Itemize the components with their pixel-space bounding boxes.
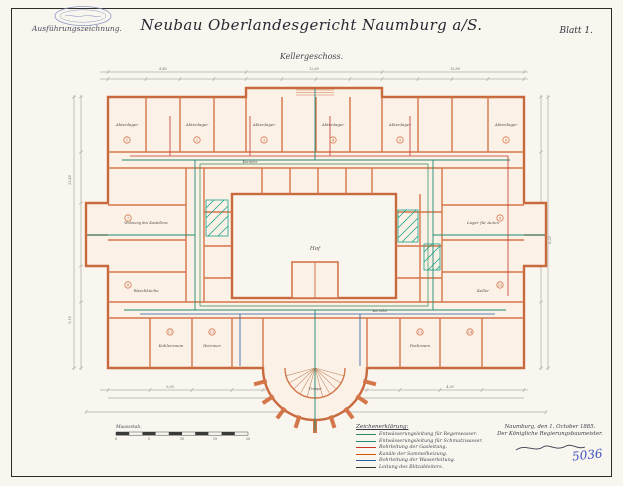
corridor-label: Korridor [372,309,388,313]
legend-item: Entwässerungsleitung für Regenwasser. [356,432,490,437]
dim-value: 4,50 [445,385,454,389]
legend-label: Entwässerungsleitung für Schmutzwasser. [379,438,483,444]
signature-place-date: Naumburg, den 1. October 1885. [504,424,596,430]
dim-value: 15,80 [450,67,461,71]
legend-swatch [356,466,376,468]
drain-line [87,89,545,431]
room-label: Heizraum [202,344,221,348]
signature-block: Naumburg, den 1. October 1885. Der König… [492,424,608,458]
signature-authority: Der Königliche Regierungsbaumeister. [497,431,603,438]
dim-value: 9,30 [166,385,174,389]
room-number: 2 [195,138,199,142]
central-projection [291,261,339,299]
room-number: 1 [126,138,128,142]
room-number: 13 [418,330,423,334]
legend: Zeichenerklärung: Entwässerungsleitung f… [356,424,490,472]
room-number: 6 [505,138,508,142]
sheet-border [11,8,612,477]
room-number: 12 [210,330,215,334]
scale-tick: 0 [115,437,117,441]
room-number: 4 [331,138,334,142]
room-label: Aktenlager [494,122,518,127]
room-label: Kohlenraum [158,343,184,348]
room-number: 5 [399,138,402,142]
legend-item: Rohrleitung der Gasleitung. [356,445,490,450]
room-number: 10 [498,283,503,287]
dim-value: 8,40 [159,67,167,71]
room-label: Aktenlager [321,122,345,127]
dim-value: 6,25 [548,236,552,244]
dim-value: 23,40 [68,174,72,186]
room-number: 8 [127,283,130,287]
room-label: Lager für Acten [466,220,499,225]
scale-tick: 10 [180,437,184,441]
architect-signature [515,444,586,450]
scale-tick: 20 [246,437,250,441]
floor-label: Kellergeschoss. [279,52,344,61]
legend-label: Kanäle der Sammelheizung. [379,451,448,457]
scale-tick: 5 [148,437,150,441]
dim-value: 5,10 [68,315,72,323]
legend-label: Rohrleitung der Wasserleitung. [379,458,456,464]
courtyard-label: Hof [309,246,321,252]
room-label: Aktenlager [185,122,209,127]
scale-tick: 15 [213,437,217,441]
legend-swatch [356,453,376,455]
sewer-line [199,163,429,307]
corridor-label: Korridor [242,160,258,164]
legend-label: Entwässerungsleitung für Regenwasser. [379,432,478,437]
dimension-lines [71,69,551,415]
legend-swatch [356,434,376,435]
legend-title: Zeichenerklärung: [356,424,409,430]
legend-item: Rohrleitung der Wasserleitung. [356,458,490,463]
legend-item: Entwässerungsleitung für Schmutzwasser. [356,439,490,444]
room-label: Keller [476,288,490,293]
room-label: Wohnung des Kastellans [124,221,168,225]
room-label: Aktenlager [252,122,276,127]
room-number: 14 [468,330,472,334]
sheet-number: Blatt 1. [559,26,593,36]
legend-label: Rohrleitung der Gasleitung. [379,445,447,451]
legend-item: Leitung des Blitzableiters. [356,465,490,470]
room-number-badges: 1 2 3 4 5 6 7 8 9 10 11 12 13 14 [123,136,510,336]
archive-stamp [54,6,112,26]
room-label: Waschküche [133,288,159,293]
room-label: Aktenlager [115,122,139,127]
room-number: 3 [263,138,266,142]
legend-swatch [356,440,376,442]
scale-bar: Maassstab. 0 5 10 15 20 [115,424,250,441]
room-number: 9 [499,216,502,220]
legend-item: Kanäle der Sammelheizung. [356,452,490,457]
scale-label: Maassstab. [115,424,142,430]
room-labels: Aktenlager Aktenlager Aktenlager Aktenla… [115,122,518,391]
legend-label: Leitung des Blitzableiters. [379,464,444,470]
legend-swatch [356,460,376,462]
legend-swatch [356,447,376,449]
room-number: 7 [127,216,130,220]
dim-value: 12,60 [309,67,320,71]
room-label: Packraum [409,343,430,348]
room-number: 11 [168,330,172,334]
room-label: Aktenlager [388,122,412,127]
drawing-annotation: Ausführungszeichnung. [32,24,122,33]
gas-line [130,116,509,296]
drawing-title: Neubau Oberlandesgericht Naumburg a/S. [140,16,483,34]
water-line [140,313,495,366]
stair-label: Treppe [309,387,322,391]
